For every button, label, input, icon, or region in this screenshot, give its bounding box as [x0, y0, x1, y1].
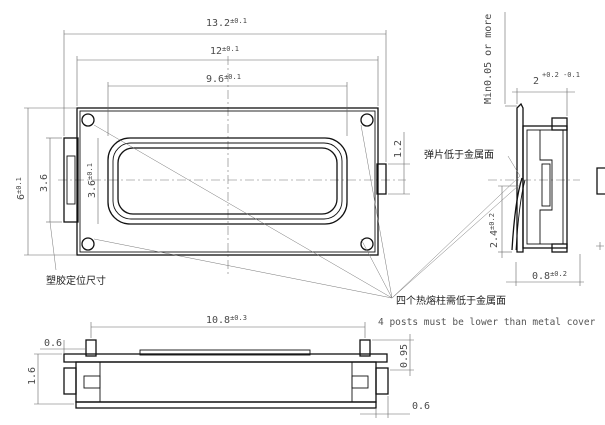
- dim-0-95: 0.95: [399, 344, 410, 368]
- spring-note: 弹片低于金属面: [424, 148, 494, 161]
- side-view: 2 +0.2 -0.1 Min0.05 or more 2.4±0.2 0.8±…: [391, 12, 584, 299]
- speaker-window-mid: [112, 142, 343, 220]
- dim-2-tol: +0.2 -0.1: [542, 71, 580, 79]
- bottom-view: 10.8±0.3 0.6 1.6 0.95 0.6: [27, 314, 430, 418]
- dim-min005: Min0.05 or more: [483, 14, 494, 104]
- cross-mark: [596, 242, 604, 250]
- partial-view-edge: [596, 167, 605, 195]
- right-tab: [376, 163, 387, 195]
- metal-cover: [79, 110, 376, 253]
- post-bottom-right: [360, 237, 374, 251]
- bottom-left-pin: [85, 339, 97, 357]
- dim-6: 6±0.1: [15, 177, 27, 200]
- left-plastic-step-inner: [66, 155, 76, 205]
- side-spring: [511, 177, 523, 251]
- left-plastic-step: [63, 137, 79, 223]
- bottom-right-pin: [359, 339, 371, 357]
- top-view: 13.2±0.1 12±0.1 9.6±0.1 6±0.1 3.6 3.6±0.…: [15, 17, 410, 299]
- dim-3-6-inner: 3.6±0.1: [86, 163, 98, 198]
- dim-0-6-right: 0.6: [412, 401, 430, 412]
- dim-9-6: 9.6±0.1: [206, 73, 241, 85]
- bottom-body: [75, 361, 377, 403]
- plastic-frame: [76, 107, 379, 256]
- dim-2-4: 2.4±0.2: [488, 213, 500, 248]
- dim-10-8: 10.8±0.3: [206, 314, 247, 326]
- side-body: [522, 125, 568, 249]
- posts-note-cn: 四个热熔柱需低于金属面: [396, 294, 506, 307]
- post-bottom-left: [81, 237, 95, 251]
- posts-note-en: 4 posts must be lower than metal cover: [378, 317, 596, 328]
- speaker-window-outer: [107, 137, 348, 225]
- post-top-left: [81, 113, 95, 127]
- dim-0-8: 0.8±0.2: [532, 270, 567, 282]
- post-top-right: [360, 113, 374, 127]
- dim-13-2: 13.2±0.1: [206, 17, 247, 29]
- dim-2: 2: [533, 76, 539, 87]
- locate-note: 塑胶定位尺寸: [46, 274, 106, 287]
- dim-1-6: 1.6: [27, 367, 38, 385]
- dim-12: 12±0.1: [210, 45, 239, 57]
- speaker-window-inner: [117, 147, 338, 215]
- dim-0-6-left: 0.6: [44, 338, 62, 349]
- dim-1-2: 1.2: [393, 140, 404, 158]
- dim-3-6-locate: 3.6: [39, 174, 50, 192]
